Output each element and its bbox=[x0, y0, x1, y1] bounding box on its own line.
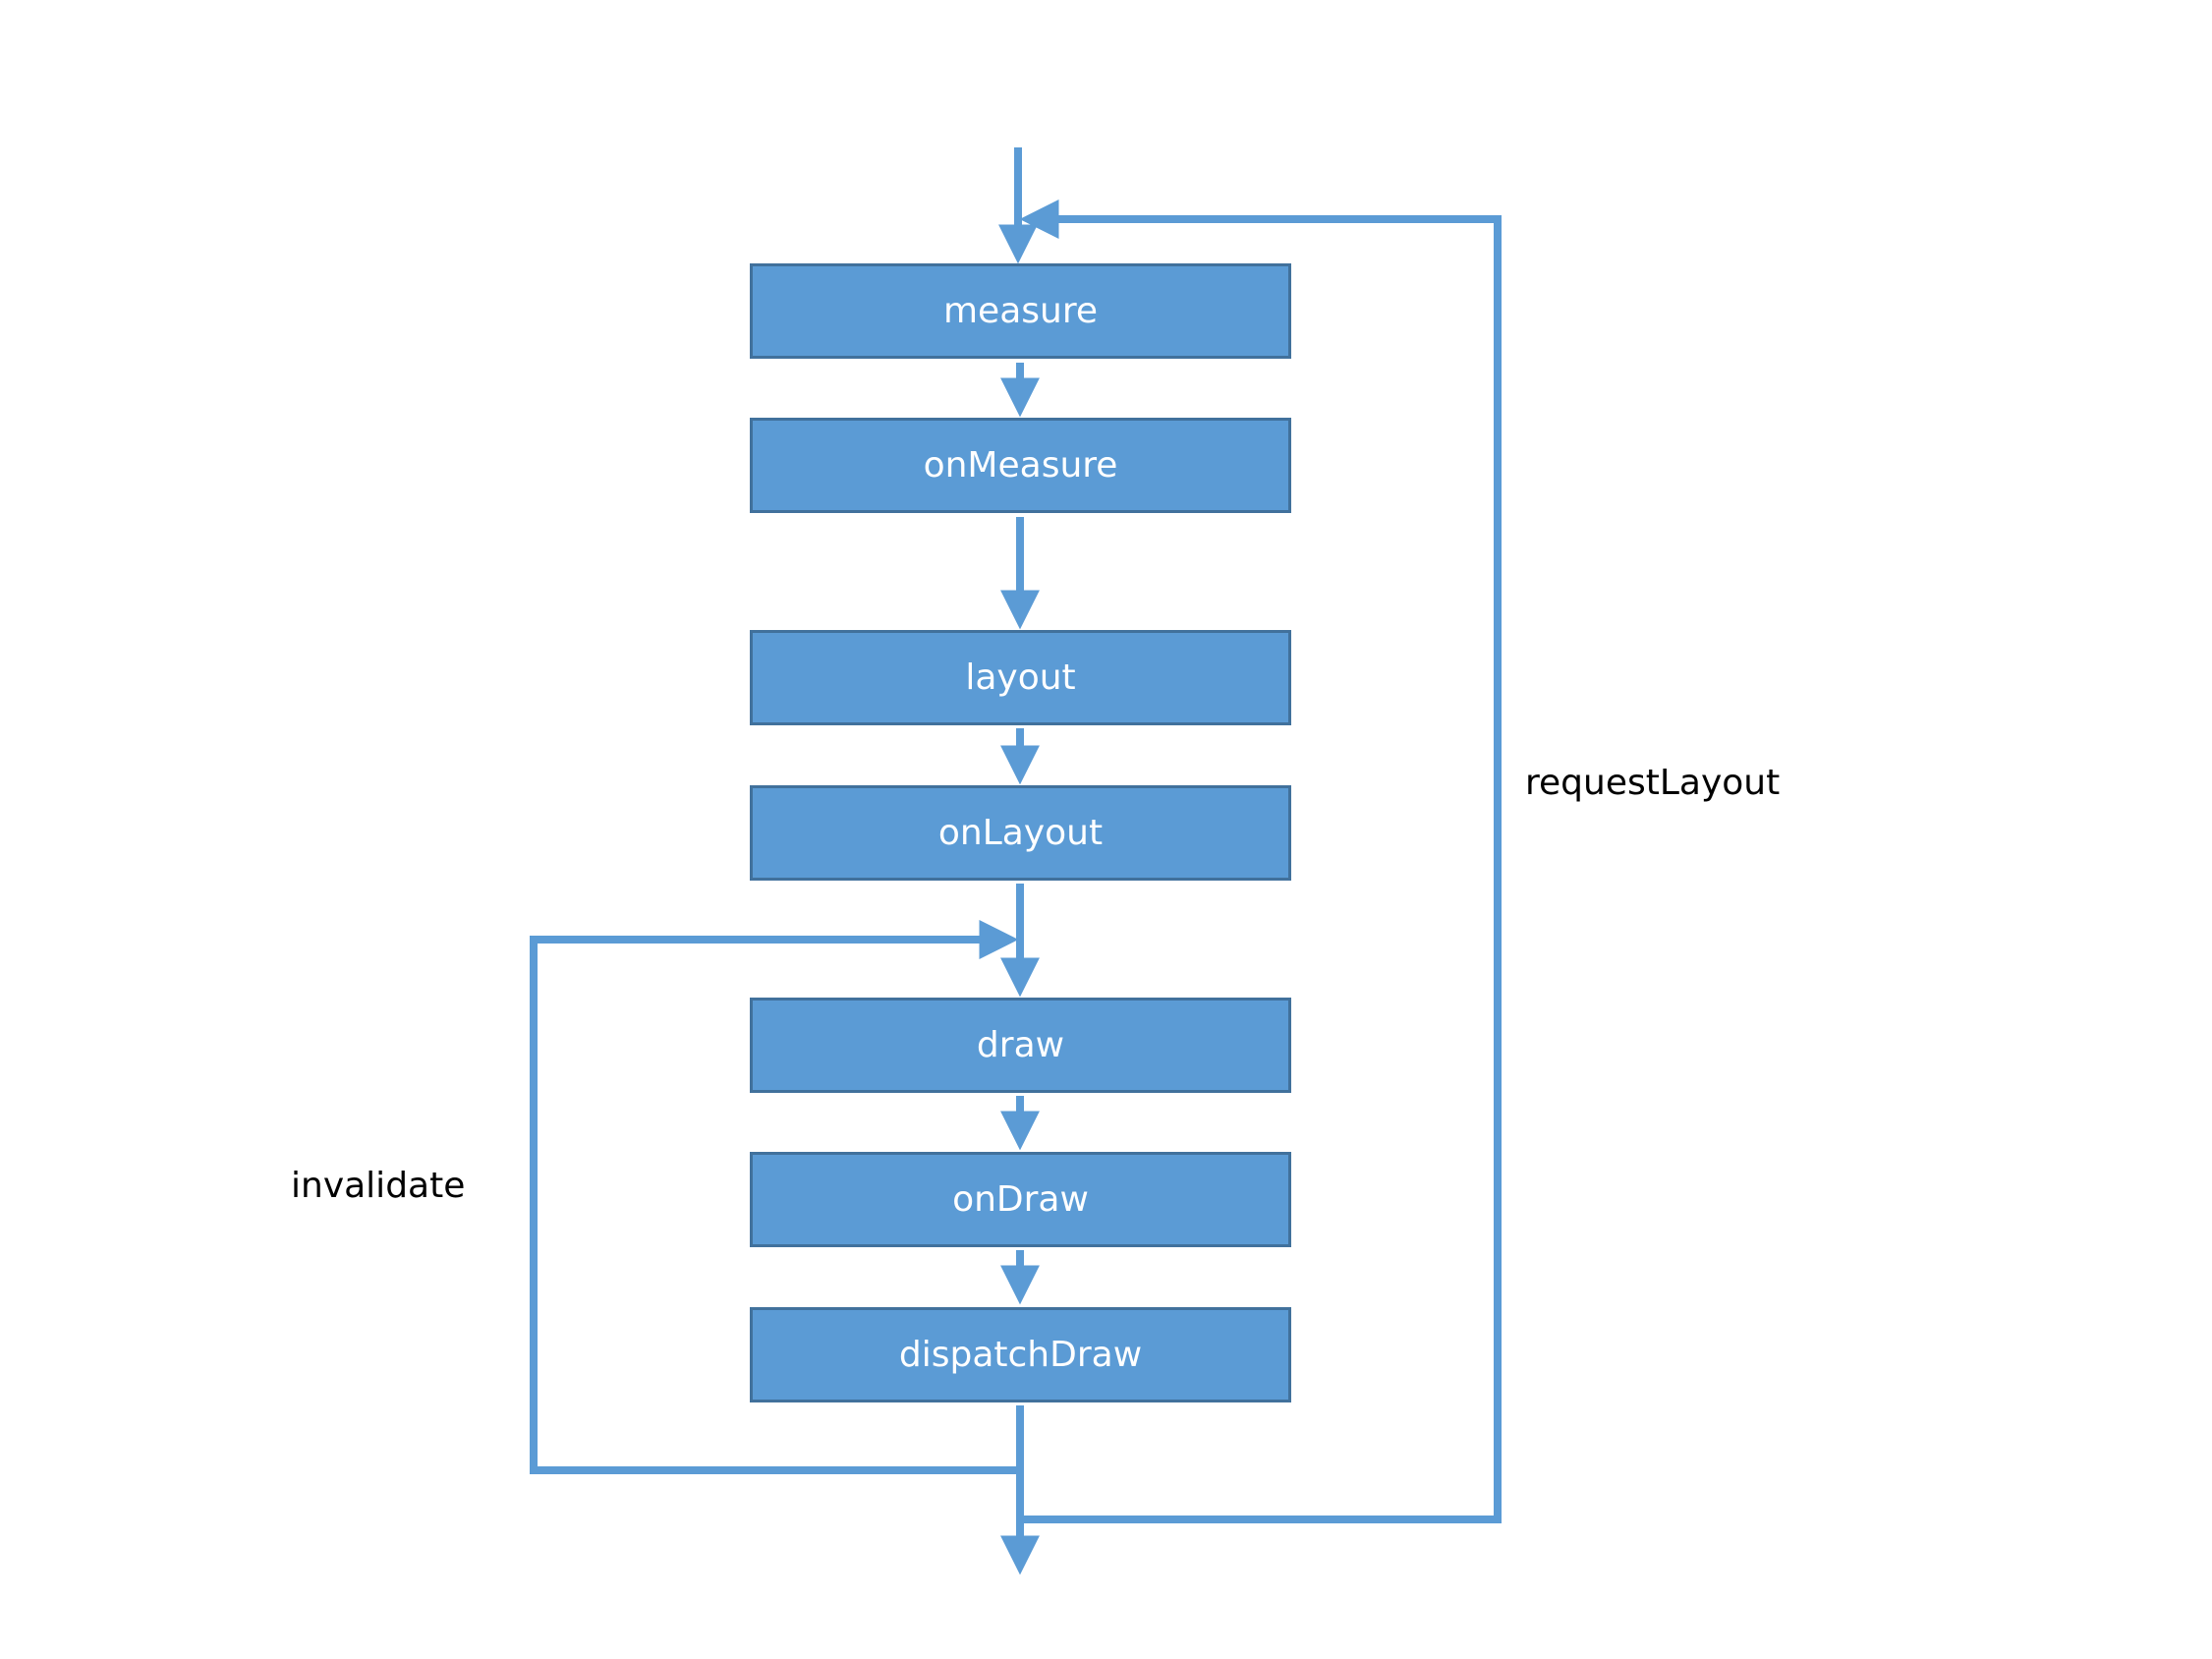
invalidate-loop bbox=[530, 920, 1020, 1474]
invalidate-label: invalidate bbox=[291, 1166, 466, 1206]
layout-label: layout bbox=[965, 658, 1076, 698]
onmeasure-label: onMeasure bbox=[923, 445, 1118, 486]
ondraw-box: onDraw bbox=[750, 1152, 1291, 1247]
measure-box: measure bbox=[750, 263, 1291, 359]
dispatchdraw-label: dispatchDraw bbox=[898, 1335, 1143, 1375]
ondraw-label: onDraw bbox=[952, 1179, 1089, 1220]
draw-label: draw bbox=[976, 1025, 1065, 1065]
request-layout-loop bbox=[1019, 200, 1502, 1523]
dispatchdraw-box: dispatchDraw bbox=[750, 1307, 1291, 1402]
onlayout-label: onLayout bbox=[937, 813, 1104, 853]
measure-label: measure bbox=[942, 291, 1098, 331]
onlayout-box: onLayout bbox=[750, 785, 1291, 881]
onmeasure-box: onMeasure bbox=[750, 418, 1291, 513]
request-layout-label: requestLayout bbox=[1525, 763, 1781, 803]
draw-box: draw bbox=[750, 998, 1291, 1093]
layout-box: layout bbox=[750, 630, 1291, 725]
